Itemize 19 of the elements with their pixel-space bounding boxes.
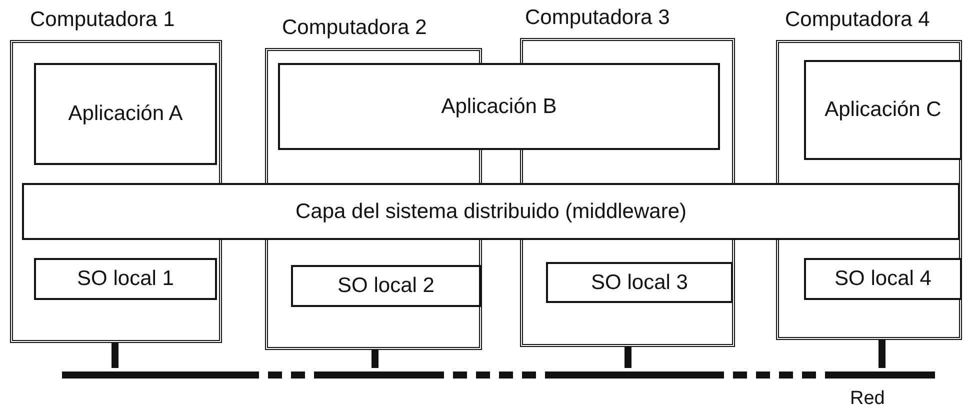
os-box: SO local 3: [546, 262, 733, 303]
connector-line: [878, 340, 886, 368]
os-box: SO local 1: [34, 258, 217, 300]
application-box: Aplicación C: [804, 60, 962, 160]
middleware-layer: Capa del sistema distribuido (middleware): [22, 183, 960, 240]
computer-heading: Computadora 3: [525, 6, 670, 30]
connector-line: [372, 350, 378, 368]
computer-node: [776, 8, 962, 340]
computer-heading: Computadora 1: [30, 8, 175, 32]
application-box: Aplicación B: [278, 63, 720, 150]
connector-line: [624, 347, 632, 368]
application-box: Aplicación A: [34, 63, 217, 165]
network-label: Red: [850, 388, 885, 409]
connector-line: [112, 343, 118, 368]
computer-node: [10, 8, 222, 343]
os-box: SO local 4: [804, 258, 962, 300]
os-box: SO local 2: [291, 265, 481, 307]
computer-heading: Computadora 2: [282, 16, 427, 40]
computer-heading: Computadora 4: [785, 8, 930, 32]
